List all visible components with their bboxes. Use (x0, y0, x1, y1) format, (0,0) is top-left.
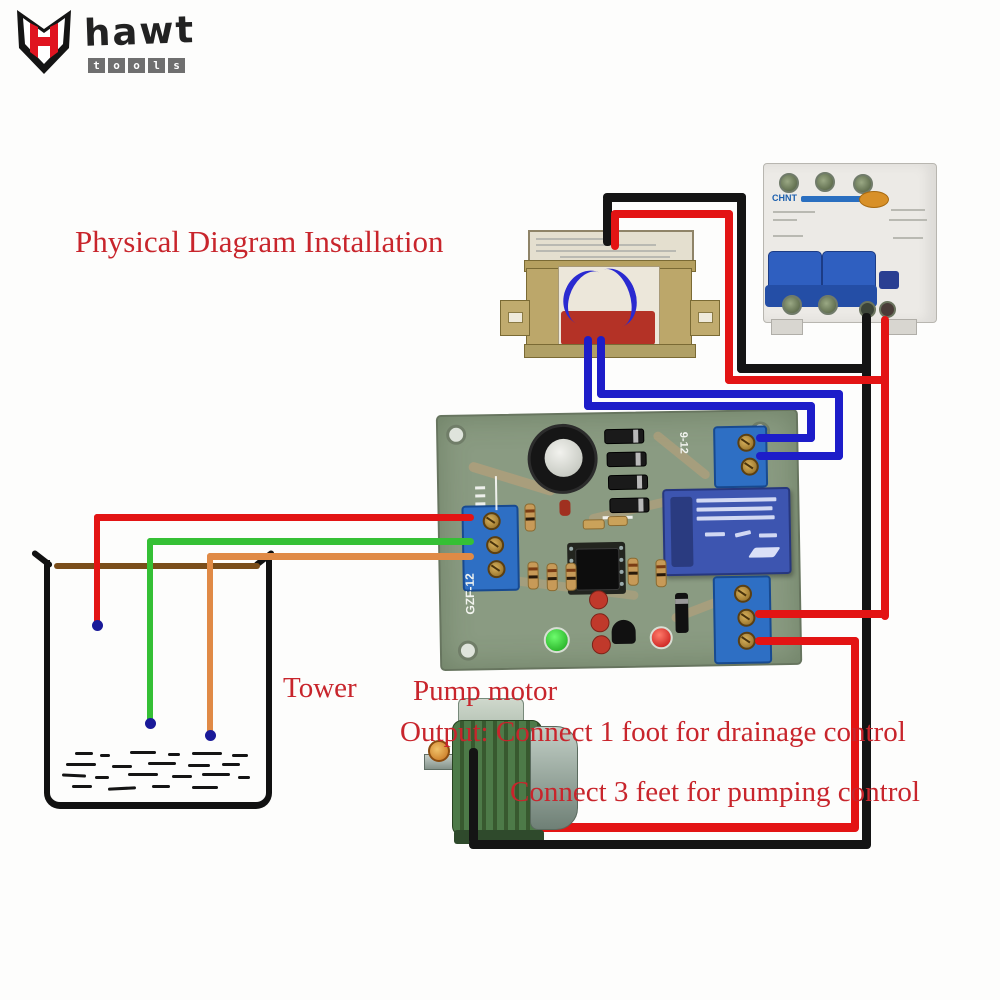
probe-electrode (92, 620, 103, 631)
transformer-lamination-right (658, 268, 692, 348)
tagline-letter: l (148, 58, 165, 73)
terminal-screw (733, 584, 753, 603)
transformer-foot (690, 300, 720, 336)
tank-label: Tower (283, 672, 357, 704)
power-diode (674, 592, 689, 633)
relay-output-terminal (712, 575, 773, 665)
circuit-breaker: CHNT (763, 163, 937, 335)
probe-electrode (145, 718, 156, 729)
wire-red-transformer (611, 212, 619, 250)
wire-black-transformer (603, 193, 746, 202)
tagline-letter: o (128, 58, 145, 73)
terminal-screw (487, 559, 506, 579)
breaker-brand: CHNT (772, 193, 797, 203)
wire-red-transformer (725, 210, 733, 384)
output-note-line2: Connect 3 feet for pumping control (510, 776, 920, 808)
transistor (611, 619, 636, 645)
resistor (627, 557, 639, 586)
motor-end-bell (530, 726, 578, 830)
breaker-terminal-screw (815, 172, 835, 192)
motor-label: Pump motor (413, 675, 558, 707)
wire-red-probe (94, 514, 100, 626)
wire-red-probe (94, 514, 474, 521)
breaker-test-button[interactable] (879, 271, 899, 289)
wire-blue-secondary (756, 434, 815, 442)
breaker-output-post (879, 301, 896, 318)
relay-logo (747, 547, 781, 558)
terminal-screw (485, 535, 505, 555)
rectifier-diode (607, 474, 649, 491)
wire-green-probe (147, 538, 153, 724)
wire-blue-secondary (597, 390, 843, 398)
wire-red-relay-output (755, 637, 859, 645)
terminal-screw (482, 512, 501, 531)
wire-red-transformer (611, 210, 733, 218)
wire-red-motor (851, 637, 859, 832)
resistor (582, 519, 605, 530)
wire-red-breaker-to-relay (881, 316, 889, 620)
motor-badge (428, 740, 450, 762)
tagline-letter: t (88, 58, 105, 73)
wire-red-motor (486, 823, 858, 832)
wire-black-transformer (737, 193, 746, 373)
controller-pcb: 9-12 (435, 408, 803, 672)
brand-tagline: t o o l s (88, 58, 188, 73)
wire-blue-secondary (584, 336, 592, 410)
rectifier-diode (609, 497, 650, 514)
pcb-model-silkscreen: GZF-12 (462, 573, 478, 615)
wire-blue-secondary (597, 336, 605, 398)
shield-h-icon (17, 10, 71, 74)
terminal-screw (737, 608, 756, 627)
transformer (498, 226, 723, 361)
wire-red-transformer (725, 376, 888, 384)
resistor (607, 515, 628, 527)
rectifier-diode (606, 451, 647, 468)
diode-red (559, 499, 571, 516)
brand-name: hawt (83, 8, 196, 55)
resistor (565, 562, 577, 591)
breaker-terminal-screw (779, 173, 799, 193)
terminal-screw (737, 433, 756, 452)
terminal-screw (737, 631, 756, 650)
breaker-terminal-screw (782, 295, 802, 315)
wire-black-transformer (603, 196, 612, 246)
tank-rim-bar (54, 563, 260, 569)
tagline-letter: o (108, 58, 125, 73)
wire-black-breaker-to-motor (862, 313, 871, 849)
wire-orange-probe (207, 553, 474, 560)
breaker-indicator (859, 191, 889, 208)
output-note-line1: Output: Connect 1 foot for drainage cont… (400, 716, 906, 748)
water-tank (44, 560, 272, 809)
wire-black-breaker-to-motor (469, 840, 869, 849)
wire-black-breaker-to-motor (469, 748, 478, 844)
brand-logo: hawt t o o l s (8, 4, 208, 84)
transformer-winding (561, 311, 655, 345)
wire-blue-secondary (584, 402, 815, 410)
wire-blue-secondary (807, 402, 815, 442)
wire-red-breaker-to-relay (755, 610, 886, 618)
rectifier-diode (604, 428, 645, 445)
tank-rim-flare (30, 549, 54, 569)
resistor (546, 563, 558, 592)
probe-electrode (205, 730, 216, 741)
resistor (655, 559, 667, 588)
terminal-screw (740, 457, 759, 476)
resistor (527, 561, 539, 590)
wire-green-probe (147, 538, 474, 545)
transformer-foot (500, 300, 530, 336)
pump-motor (418, 696, 583, 852)
wire-blue-secondary (835, 390, 843, 460)
wire-blue-secondary (756, 452, 843, 460)
wire-black-transformer (737, 364, 871, 373)
relay (662, 486, 792, 577)
transformer-bobbin (558, 266, 660, 350)
page-title: Physical Diagram Installation (75, 224, 444, 259)
tagline-letter: s (168, 58, 185, 73)
resistor (524, 503, 536, 532)
wire-orange-probe (207, 553, 213, 736)
breaker-terminal-screw (818, 295, 838, 315)
transformer-lamination-left (526, 268, 560, 348)
pcb-input-silkscreen: 9-12 (677, 431, 690, 454)
